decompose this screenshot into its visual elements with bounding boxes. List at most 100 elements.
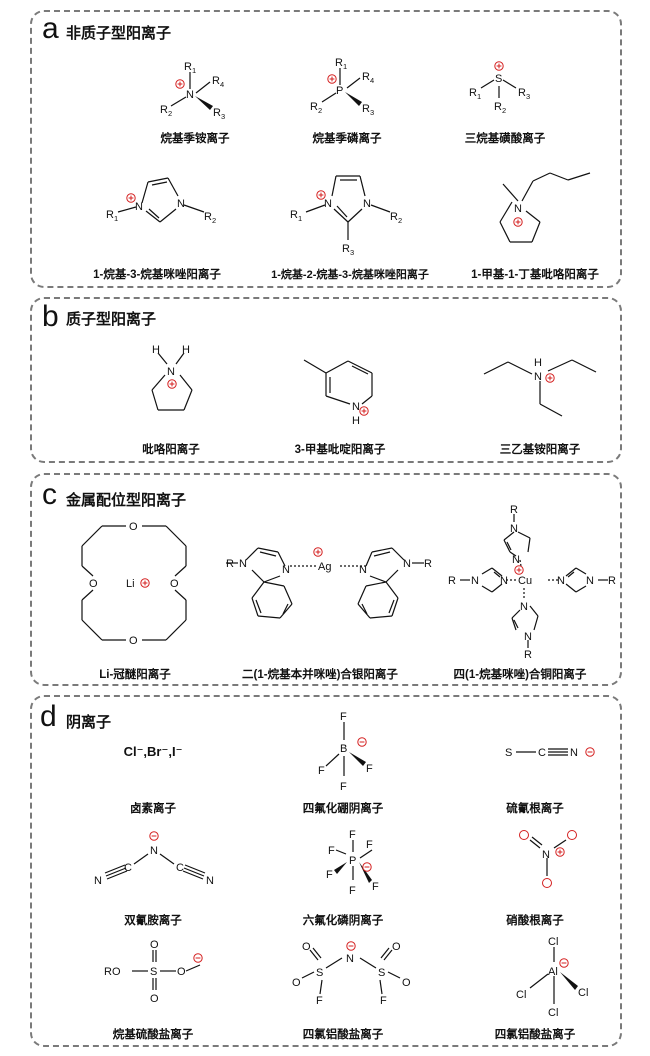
svg-text:N: N [177,198,185,210]
svg-text:Cl: Cl [516,989,526,1001]
svg-text:S: S [316,967,323,979]
caption-halide: 卤素离子 [130,803,176,815]
svg-text:N: N [514,203,522,215]
panel-c [30,473,622,686]
svg-text:N: N [359,564,367,576]
caption-pyrrolidinium: 吡咯阳离子 [142,444,200,456]
svg-text:R: R [362,103,370,115]
svg-text:N: N [167,366,175,378]
copper-complex-structure: R N N R N N Cu N N R N N R [448,504,616,661]
svg-text:R: R [362,71,370,83]
caption-tetrafluoroborate: 四氟化硼阴离子 [302,803,384,815]
svg-text:N: N [542,849,550,861]
panel-d [30,695,622,1047]
svg-text:N: N [512,554,520,566]
silver-complex-structure: R N N Ag N N R [226,547,432,619]
caption-hexafluorophosphate: 六氟化磷阴离子 [302,915,384,927]
fluorosulfonylimide-structure: N S S O O O O F F [292,941,411,1007]
panel-b-title: 质子型阳离子 [66,311,157,328]
caption-alkylsulfate: 烷基硫酸盐离子 [112,1029,194,1041]
svg-text:N: N [346,953,354,965]
svg-text:P: P [349,855,356,867]
caption-quaternary-phosphonium: 烷基季磷离子 [312,133,382,145]
svg-text:S: S [505,747,512,759]
caption-methylbutylpyrrolidinium: 1-甲基-1-丁基吡咯阳离子 [471,269,599,281]
caption-imidazolium-123: 1-烷基-2-烷基-3-烷基咪唑阳离子 [271,269,429,281]
svg-text:F: F [340,781,347,793]
svg-text:R: R [213,107,221,119]
svg-text:F: F [366,763,373,775]
svg-text:R: R [310,101,318,113]
svg-text:O: O [177,966,186,978]
svg-text:N: N [520,601,528,613]
nitrate-structure: N [519,830,577,888]
panel-d-title: 阴离子 [66,714,112,731]
svg-text:Cu: Cu [518,575,532,587]
svg-text:H: H [534,357,542,369]
panel-b-letter: b [42,300,59,333]
caption-copper-complex: 四(1-烷基咪唑)合铜阳离子 [453,669,587,681]
svg-text:R: R [494,101,502,113]
svg-text:N: N [557,575,565,587]
svg-text:N: N [94,875,102,887]
svg-text:N: N [282,564,290,576]
svg-text:O: O [150,939,159,951]
svg-text:F: F [349,885,356,897]
caption-silver-complex: 二(1-烷基本并咪唑)合银阳离子 [242,669,398,681]
svg-text:1: 1 [298,214,302,223]
svg-text:O: O [89,578,98,590]
svg-text:Al: Al [548,966,558,978]
svg-text:N: N [352,401,360,413]
svg-text:F: F [349,829,356,841]
svg-text:N: N [363,198,371,210]
li-crown-ether-structure: O O O O Li [81,521,187,647]
svg-text:O: O [292,977,301,989]
panel-c-title: 金属配位型阳离子 [66,492,187,509]
svg-text:N: N [524,631,532,643]
svg-text:F: F [326,869,333,881]
svg-text:B: B [340,743,347,755]
svg-text:Cl: Cl [548,1007,558,1019]
svg-text:R: R [226,558,234,570]
svg-text:1: 1 [343,62,347,71]
svg-text:1: 1 [114,214,118,223]
svg-text:R: R [424,558,432,570]
svg-text:N: N [239,558,247,570]
caption-nitrate: 硝酸根离子 [506,915,564,927]
caption-trialkylsulfonium: 三烷基磺酸离子 [464,133,546,145]
tetrafluoroborate-structure: F B F F F [318,711,373,793]
svg-text:N: N [403,558,411,570]
caption-thiocyanate: 硫氰根离子 [506,803,564,815]
svg-text:3: 3 [221,112,225,121]
svg-text:2: 2 [212,216,216,225]
svg-text:1: 1 [477,92,481,101]
svg-text:3: 3 [350,248,354,257]
svg-text:N: N [135,201,143,213]
svg-text:C: C [538,747,546,759]
svg-text:N: N [570,747,578,759]
caption-quaternary-ammonium: 烷基季铵离子 [160,133,230,145]
panel-c-letter: c [42,478,57,511]
svg-text:F: F [340,711,347,723]
svg-text:R: R [106,209,114,221]
svg-text:C: C [176,862,184,874]
hexafluorophosphate-structure: F F F P F F F [326,829,379,897]
svg-text:H: H [182,344,190,356]
svg-text:O: O [150,993,159,1005]
svg-text:1: 1 [192,66,196,75]
svg-text:R: R [212,75,220,87]
svg-text:N: N [510,523,518,535]
svg-text:N: N [324,198,332,210]
svg-text:2: 2 [318,106,322,115]
thiocyanate-structure: S C N [505,747,595,759]
caption-imidazolium-13: 1-烷基-3-烷基咪唑阳离子 [93,269,221,281]
svg-text:O: O [392,941,401,953]
svg-text:S: S [378,967,385,979]
svg-text:N: N [471,575,479,587]
svg-text:R: R [390,211,398,223]
svg-text:R: R [524,649,532,661]
